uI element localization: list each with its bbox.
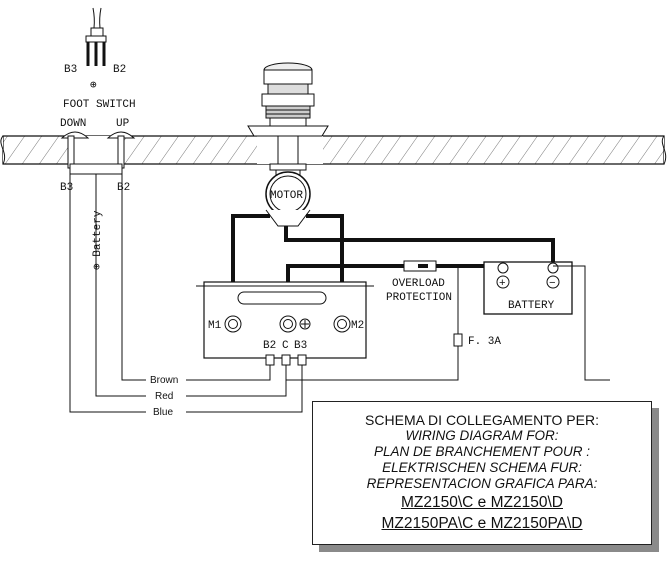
foot-switch-terminal-b3: B3	[64, 64, 77, 76]
foot-switch-plus-symbol: ⊕	[90, 80, 97, 92]
signal-wires	[69, 174, 610, 413]
down-button-label: DOWN	[60, 118, 86, 130]
wire-tag-b2: B2	[117, 182, 130, 194]
terminal-label-b2: B2	[263, 340, 276, 352]
foot-switch-label: FOOT SWITCH	[63, 99, 136, 111]
title-line-5: REPRESENTACION GRAFICA PARA:	[366, 476, 598, 491]
title-line-4: ELEKTRISCHEN SCHEMA FUR:	[382, 460, 582, 475]
m1-label: M1	[208, 320, 222, 332]
stud-m1	[224, 315, 242, 333]
fuse-label: F. 3A	[468, 336, 501, 348]
wire-tag-b3: B3	[60, 182, 73, 194]
motor-label: MOTOR	[270, 190, 303, 202]
title-box: SCHEMA DI COLLEGAMENTO PER: WIRING DIAGR…	[312, 401, 652, 545]
terminal-label-c: C	[282, 340, 289, 352]
wire-label-red: Red	[155, 391, 173, 402]
overload-label: OVERLOAD	[392, 278, 445, 290]
foot-switch[interactable]	[85, 7, 107, 66]
battery-minus-sign: −	[549, 278, 556, 290]
terminal-label-b3: B3	[294, 340, 307, 352]
battery-label: BATTERY	[508, 300, 555, 312]
battery-plus-sign: +	[499, 278, 506, 290]
windlass	[247, 62, 329, 171]
deck	[0, 135, 667, 165]
stud-m2	[333, 315, 351, 333]
title-line-3: PLAN DE BRANCHEMENT POUR :	[373, 444, 591, 459]
title-line-1: SCHEMA DI COLLEGAMENTO PER:	[365, 412, 599, 428]
battery-wire-label: ⊕ Battery	[92, 210, 104, 270]
battery	[483, 261, 573, 315]
title-line-2: WIRING DIAGRAM FOR:	[405, 428, 559, 443]
overload-protection	[403, 260, 437, 272]
model-line-2: MZ2150PA\C e MZ2150PA\D	[381, 515, 583, 532]
m2-label: M2	[351, 320, 364, 332]
motor	[265, 169, 311, 227]
overload-label-2: PROTECTION	[386, 292, 452, 304]
wire-label-brown: Brown	[150, 375, 178, 386]
model-line-1: MZ2150\C e MZ2150\D	[401, 494, 563, 511]
stud-ground	[299, 318, 311, 330]
stud-c	[279, 315, 297, 333]
fuse	[453, 333, 463, 347]
control-box	[196, 281, 374, 366]
up-button-label: UP	[116, 118, 130, 130]
foot-switch-terminal-b2: B2	[113, 64, 126, 76]
wire-label-blue: Blue	[153, 407, 173, 418]
